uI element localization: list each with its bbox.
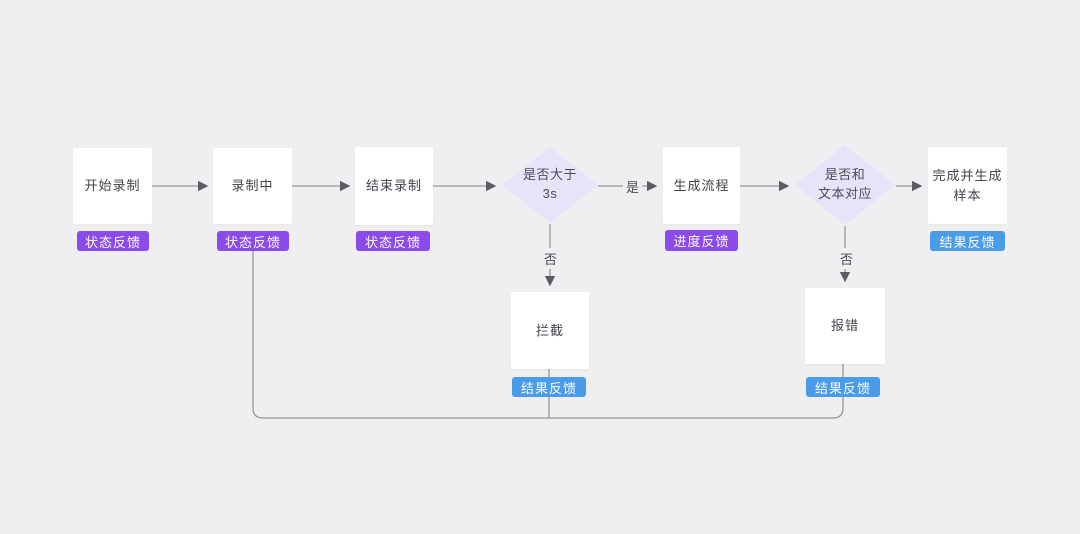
edge-error-loop-to-recording xyxy=(247,231,844,419)
node-recording: 录制中 xyxy=(213,148,292,224)
node-label: 结束录制 xyxy=(365,178,422,194)
decision-label-line2: 文本对应 xyxy=(817,186,872,201)
node-generate-flow: 生成流程 xyxy=(663,147,740,224)
node-report-error: 报错 xyxy=(805,288,885,364)
edge-label-no-duration: 否 xyxy=(541,248,561,269)
node-complete-sample: 完成并生成样本 xyxy=(928,147,1007,224)
node-label: 录制中 xyxy=(231,178,274,194)
node-label: 拦截 xyxy=(535,322,564,338)
badge-result-feedback-intercept: 结果反馈 xyxy=(512,377,586,397)
badge-result-feedback-error: 结果反馈 xyxy=(806,377,880,397)
badge-status-feedback-recording: 状态反馈 xyxy=(217,231,289,251)
badge-label: 结果反馈 xyxy=(520,380,577,396)
badge-progress-feedback: 进度反馈 xyxy=(665,230,738,251)
node-label: 完成并生成样本 xyxy=(932,168,1003,203)
badge-status-feedback-end: 状态反馈 xyxy=(356,231,430,251)
badge-label: 结果反馈 xyxy=(814,380,871,396)
node-intercept: 拦截 xyxy=(511,292,589,369)
edge-label-yes: 是 xyxy=(623,176,643,197)
node-label: 开始录制 xyxy=(84,178,141,194)
badge-status-feedback-start: 状态反馈 xyxy=(77,231,149,251)
node-start-record: 开始录制 xyxy=(73,148,152,224)
badge-label: 结果反馈 xyxy=(939,234,996,250)
badge-label: 状态反馈 xyxy=(224,234,281,250)
badge-label: 状态反馈 xyxy=(84,234,141,250)
node-label: 生成流程 xyxy=(673,177,730,193)
badge-label: 进度反馈 xyxy=(673,234,730,249)
node-label: 报错 xyxy=(830,318,859,334)
decision-label-line1: 是否和 xyxy=(824,167,866,183)
node-end-record: 结束录制 xyxy=(355,147,433,225)
badge-label: 状态反馈 xyxy=(364,234,421,250)
edge-label-no-match: 否 xyxy=(837,248,857,269)
badge-result-feedback-complete: 结果反馈 xyxy=(930,231,1005,251)
decision-label-line2: 3s xyxy=(542,186,558,201)
decision-label-line1: 是否大于 xyxy=(522,167,577,183)
